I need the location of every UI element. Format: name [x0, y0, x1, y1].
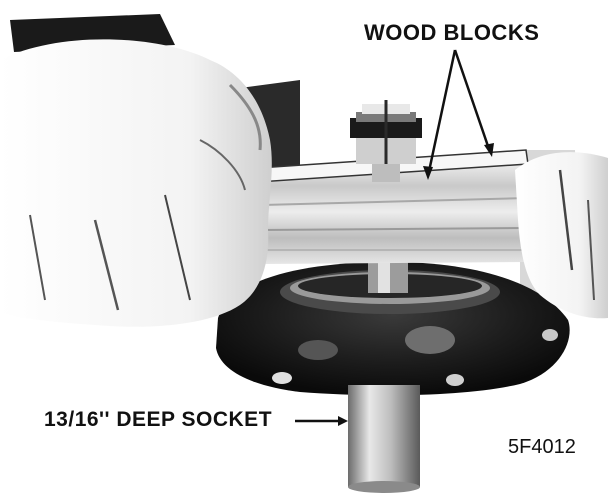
left-hand-shape	[0, 39, 272, 327]
wood-blocks-label: WOOD BLOCKS	[364, 20, 540, 45]
figure-code: 5F4012	[508, 436, 576, 458]
wood-blocks-arrow-left	[426, 49, 457, 177]
deep-socket-shape	[348, 385, 420, 487]
right-hand-shape	[515, 152, 608, 319]
wood-blocks-arrow-right	[453, 49, 492, 153]
wood-block-shape	[258, 160, 530, 264]
deep-socket-label: 13/16'' DEEP SOCKET	[44, 408, 273, 431]
